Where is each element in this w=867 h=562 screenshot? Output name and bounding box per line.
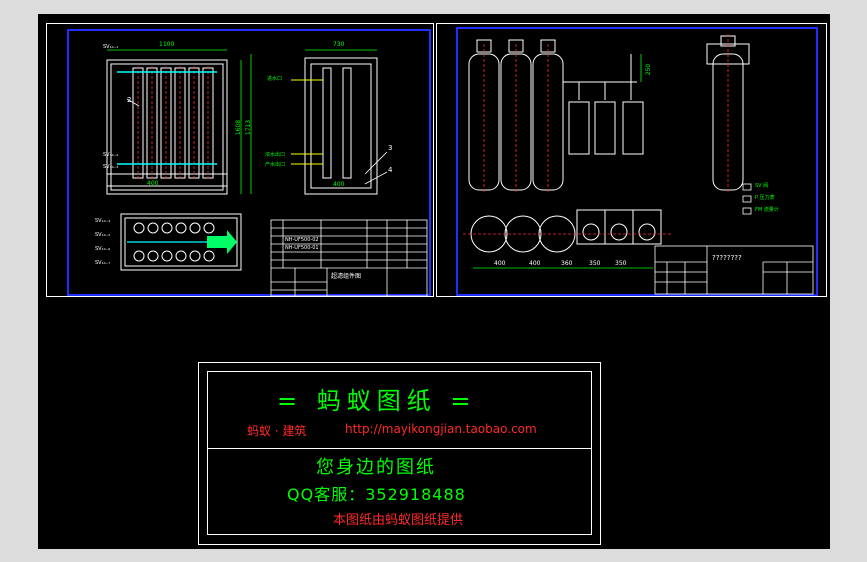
left-table-row-2: NH-UF500-01 <box>285 245 319 251</box>
stamp-line-2: QQ客服：352918488 <box>287 485 466 504</box>
watermark-stamp-divider <box>207 448 592 449</box>
left-drawing-sheet: 1100 730 1608 1713 400 400 2 3 4 SV₁₀₋₁ … <box>46 23 434 297</box>
left-dim-bottom-side: 400 <box>333 181 345 188</box>
left-label-sv-mid: SV₁₀₋₂ <box>103 152 119 158</box>
right-legend-3: FM 流量计 <box>755 207 779 213</box>
right-dim-400-a: 400 <box>494 260 506 267</box>
right-dim-top: 250 <box>645 63 653 76</box>
cad-model-canvas[interactable]: 1100 730 1608 1713 400 400 2 3 4 SV₁₀₋₁ … <box>38 14 830 549</box>
left-dim-height-total: 1713 <box>245 119 253 136</box>
right-dim-360: 360 <box>561 260 573 267</box>
right-drawing-graphics <box>463 34 814 295</box>
left-dim-height-main: 1608 <box>235 119 243 136</box>
right-legend-2: P 压力表 <box>755 195 775 201</box>
left-part-label-3: 3 <box>388 144 393 152</box>
left-label-outlet-2: 产水出口 <box>265 162 286 168</box>
left-drawing-graphics <box>106 49 428 297</box>
left-label-inlet: 进水口 <box>267 76 283 82</box>
left-dim-width: 1100 <box>159 41 175 48</box>
right-dim-400-b: 400 <box>529 260 541 267</box>
right-legend-1: SV 阀 <box>755 183 769 189</box>
right-drawing-border <box>456 27 818 296</box>
left-dim-bottom: 400 <box>147 180 159 187</box>
left-drawing-border <box>67 29 431 296</box>
stamp-line-3: 本图纸由蚂蚁图纸提供 <box>333 513 464 528</box>
watermark-stamp: = 蚂蚁图纸 = 蚂蚁 · 建筑 http://mayikongjian.tao… <box>198 362 601 545</box>
left-label-sv-low: SV₁₀₋₃ <box>103 164 119 170</box>
left-label-sv-b: SV₁₀₋₅ <box>95 232 111 238</box>
left-table-row-1: NH-UF500-02 <box>285 237 319 243</box>
right-title-block-text: ???????? <box>712 254 742 262</box>
right-dim-350-a: 350 <box>589 260 601 267</box>
left-part-label-4: 4 <box>388 166 393 174</box>
stamp-title: = 蚂蚁图纸 = <box>277 387 477 415</box>
left-part-label-2: 2 <box>127 96 132 104</box>
right-drawing-sheet: 400 400 360 350 350 250 ???????? SV 阀 P … <box>436 23 827 297</box>
left-label-sv-c: SV₁₀₋₆ <box>95 246 111 252</box>
stamp-subtitle-url: http://mayikongjian.taobao.com <box>345 422 537 436</box>
left-label-outlet-1: 浓水出口 <box>265 152 286 158</box>
stamp-subtitle-left: 蚂蚁 · 建筑 <box>247 424 307 438</box>
left-label-sv-d: SV₁₀₋₇ <box>95 260 111 266</box>
right-dim-350-b: 350 <box>615 260 627 267</box>
left-label-sv-a: SV₁₀₋₄ <box>95 218 111 224</box>
left-label-sv-top: SV₁₀₋₁ <box>103 44 119 50</box>
watermark-stamp-inner <box>207 371 592 535</box>
stamp-line-1: 您身边的图纸 <box>316 457 436 478</box>
left-dim-side-width: 730 <box>333 41 345 48</box>
left-table-title: 超滤组件图 <box>331 273 362 280</box>
